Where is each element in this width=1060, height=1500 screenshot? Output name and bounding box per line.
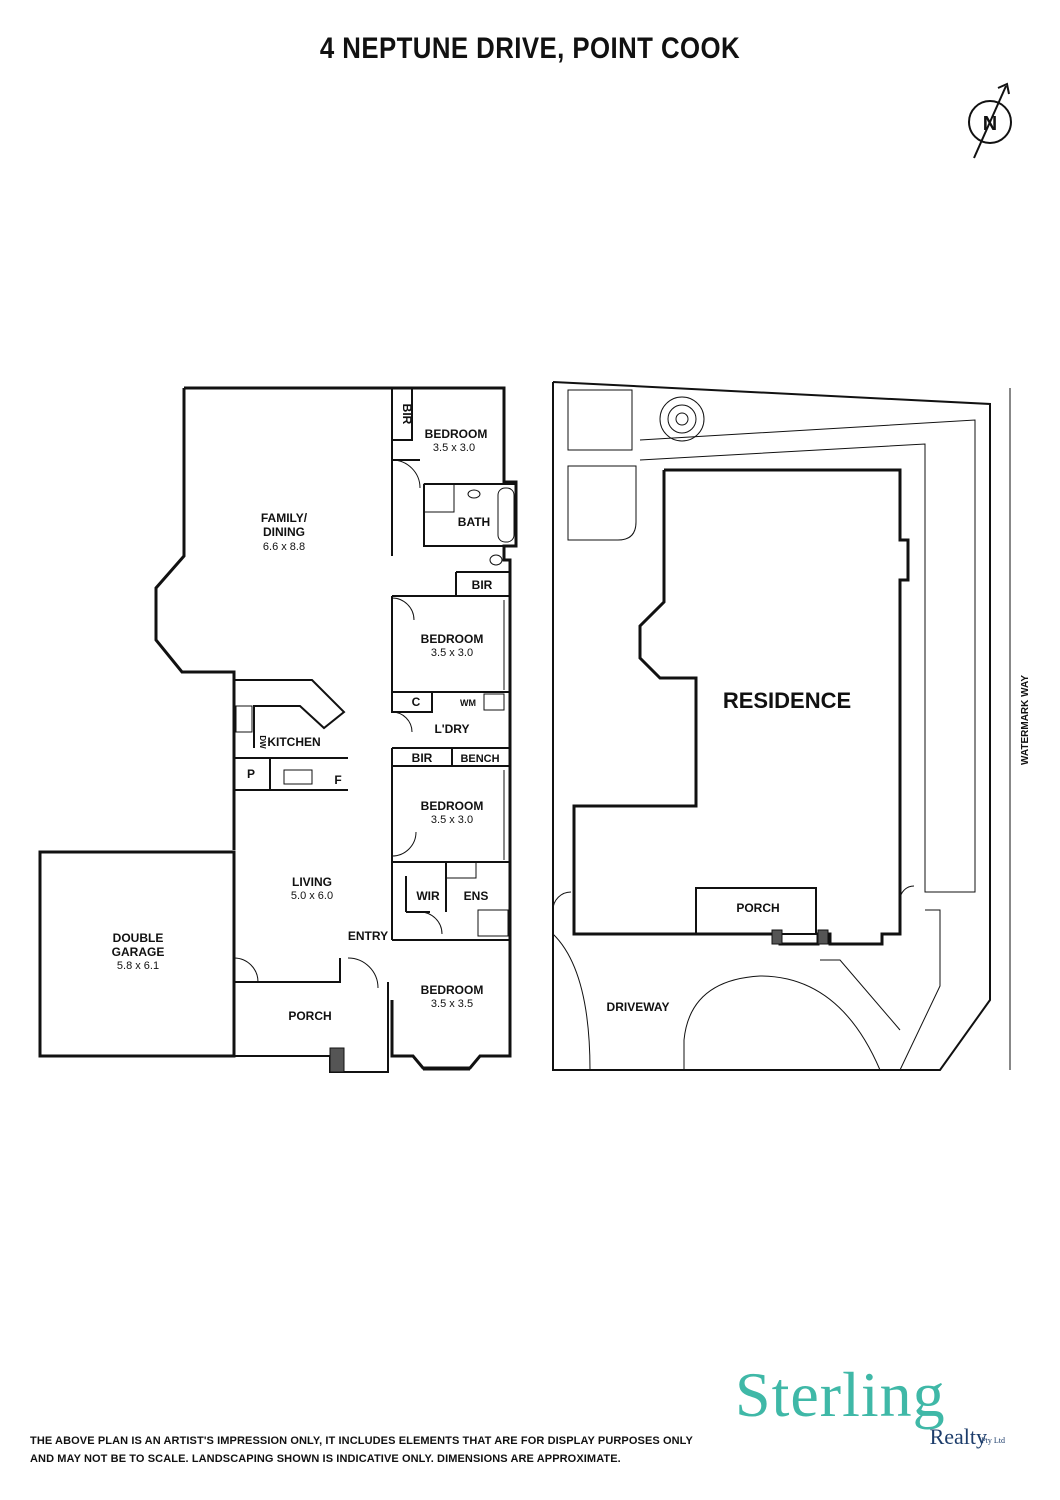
family-dining-dims: 6.6 x 8.8 (263, 541, 305, 553)
ensuite-label: ENS (464, 889, 489, 903)
wir-label: WIR (416, 889, 440, 903)
living-dims: 5.0 x 6.0 (291, 890, 333, 902)
bedroom-1-label: BEDROOM (425, 427, 488, 441)
sterling-realty-logo: Sterling Realty Pty Ltd (735, 1360, 1035, 1470)
family-dining-label-1: FAMILY/ (261, 511, 308, 525)
bedroom-3-dims: 3.5 x 3.0 (431, 814, 473, 826)
disclaimer: THE ABOVE PLAN IS AN ARTIST'S IMPRESSION… (30, 1432, 710, 1468)
bir-3-label: BIR (412, 751, 433, 765)
wm-label: WM (460, 698, 476, 708)
driveway-label: DRIVEWAY (607, 1000, 670, 1014)
compass-label: N (983, 113, 997, 135)
living-label: LIVING (292, 875, 332, 889)
disclaimer-line-1: THE ABOVE PLAN IS AN ARTIST'S IMPRESSION… (30, 1435, 693, 1447)
street-label: WATERMARK WAY (1020, 675, 1031, 765)
plan-title: 4 NEPTUNE DRIVE, POINT COOK (319, 32, 741, 65)
porch-label: PORCH (288, 1009, 331, 1023)
bedroom-3-label: BEDROOM (421, 799, 484, 813)
family-dining-label-2: DINING (263, 525, 305, 539)
garage-dims: 5.8 x 6.1 (117, 960, 159, 972)
brand-suffix: Pty Ltd (981, 1436, 1005, 1445)
bedroom-1-dims: 3.5 x 3.0 (433, 442, 475, 454)
garage-label-2: GARAGE (112, 945, 165, 959)
floor-plan (38, 386, 518, 1073)
fridge-label: F (334, 773, 341, 787)
kitchen-label: KITCHEN (267, 735, 320, 749)
garage-label-1: DOUBLE (113, 931, 164, 945)
laundry-label: L'DRY (434, 722, 469, 736)
bir-1-label: BIR (400, 404, 414, 425)
bath-label: BATH (458, 515, 490, 529)
brand-name: Sterling (735, 1359, 946, 1430)
pantry-label: P (247, 767, 255, 781)
bedroom-4-label: BEDROOM (421, 983, 484, 997)
residence-label: RESIDENCE (723, 688, 851, 713)
site-plan (552, 381, 1011, 1071)
bedroom-4-dims: 3.5 x 3.5 (431, 998, 473, 1010)
site-porch-label: PORCH (736, 901, 779, 915)
dishwasher-label: DW (258, 735, 267, 749)
cupboard-label: C (412, 695, 421, 709)
disclaimer-line-2: AND MAY NOT BE TO SCALE. LANDSCAPING SHO… (30, 1453, 621, 1465)
bir-2-label: BIR (472, 578, 493, 592)
entry-label: ENTRY (348, 929, 388, 943)
brand-sub: Realty (929, 1424, 987, 1449)
north-compass-icon: N (968, 82, 1012, 159)
bedroom-2-label: BEDROOM (421, 632, 484, 646)
bedroom-2-dims: 3.5 x 3.0 (431, 647, 473, 659)
bench-label: BENCH (460, 753, 499, 765)
